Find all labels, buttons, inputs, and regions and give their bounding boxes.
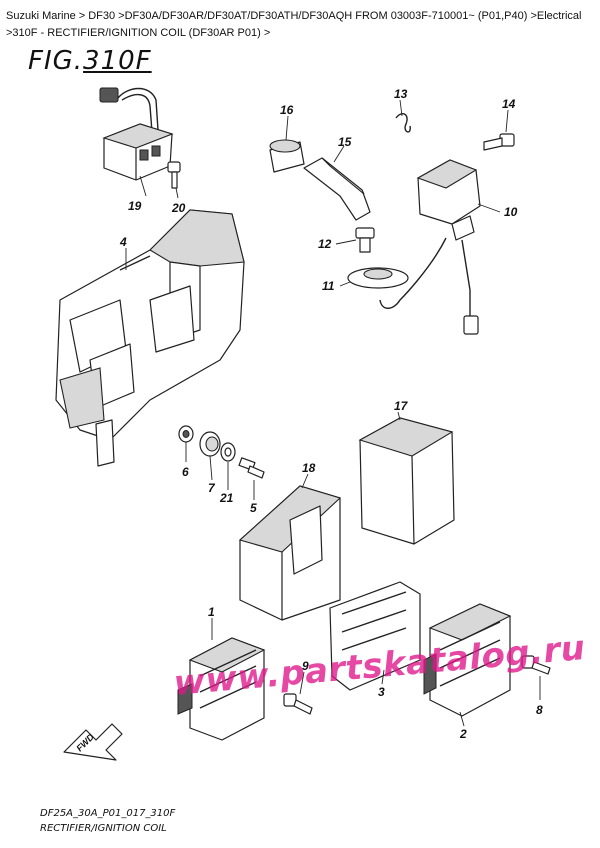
part-13-clip[interactable]	[395, 113, 411, 133]
part-4-bracket-housing[interactable]	[55, 209, 245, 467]
callout-4[interactable]: 4	[119, 235, 127, 249]
callout-5[interactable]: 5	[250, 501, 257, 515]
part-19-rectifier-unit[interactable]	[99, 87, 174, 181]
part-10-ignition-coil[interactable]	[379, 159, 481, 335]
callout-18[interactable]: 18	[302, 461, 316, 475]
callout-16[interactable]: 16	[280, 103, 294, 117]
part-18-spacer[interactable]	[238, 485, 342, 621]
callout-6[interactable]: 6	[182, 465, 189, 479]
callout-13[interactable]: 13	[394, 87, 408, 101]
callout-8[interactable]: 8	[536, 703, 543, 717]
part-14-bolt[interactable]	[483, 133, 515, 151]
callout-9[interactable]: 9	[302, 659, 309, 673]
part-16-cap[interactable]	[269, 139, 305, 173]
callout-7[interactable]: 7	[208, 481, 216, 495]
part-1-rectifier[interactable]	[177, 637, 266, 741]
part-2-regulator[interactable]	[423, 603, 512, 717]
callout-15[interactable]: 15	[338, 135, 352, 149]
callout-10[interactable]: 10	[504, 205, 518, 219]
part-12-terminal[interactable]	[355, 227, 375, 253]
callout-14[interactable]: 14	[502, 97, 516, 111]
callout-numbers: 19 20 4 16 15 13 14 10 12 11 17 18 6 7 2…	[119, 87, 543, 741]
callout-17[interactable]: 17	[394, 399, 409, 413]
callout-3[interactable]: 3	[378, 685, 385, 699]
callout-11[interactable]: 11	[322, 279, 335, 293]
part-5-bolt[interactable]	[238, 457, 265, 479]
part-6-collar[interactable]	[178, 425, 194, 443]
part-11-seal[interactable]	[347, 267, 409, 289]
part-3-heatsink-bracket[interactable]	[329, 581, 421, 691]
part-8-bolt[interactable]	[521, 655, 551, 675]
part-15-plug-boot[interactable]	[303, 157, 371, 221]
part-7-grommet[interactable]	[199, 431, 221, 457]
callout-12[interactable]: 12	[318, 237, 332, 251]
figure-prefix: FIG.	[28, 46, 84, 76]
callout-19[interactable]: 19	[128, 199, 142, 213]
leader-lines	[125, 99, 541, 727]
callout-1[interactable]: 1	[208, 605, 215, 619]
callout-21[interactable]: 21	[219, 491, 234, 505]
part-20-bolt[interactable]	[167, 161, 181, 189]
breadcrumb[interactable]: Suzuki Marine > DF30 >DF30A/DF30AR/DF30A…	[6, 10, 582, 39]
part-21-washer[interactable]	[220, 442, 236, 462]
figure-number: 310F	[83, 46, 152, 76]
fwd-arrow-icon: FWD	[63, 723, 123, 761]
part-17-cover[interactable]	[358, 417, 455, 545]
callout-20[interactable]: 20	[171, 201, 186, 215]
diagram-code: DF25A_30A_P01_017_310F	[40, 808, 176, 819]
diagram-name: RECTIFIER/IGNITION COIL	[40, 823, 167, 834]
part-9-bolt[interactable]	[283, 693, 313, 715]
callout-2[interactable]: 2	[459, 727, 467, 741]
figure-title: FIG.310F	[28, 46, 152, 76]
